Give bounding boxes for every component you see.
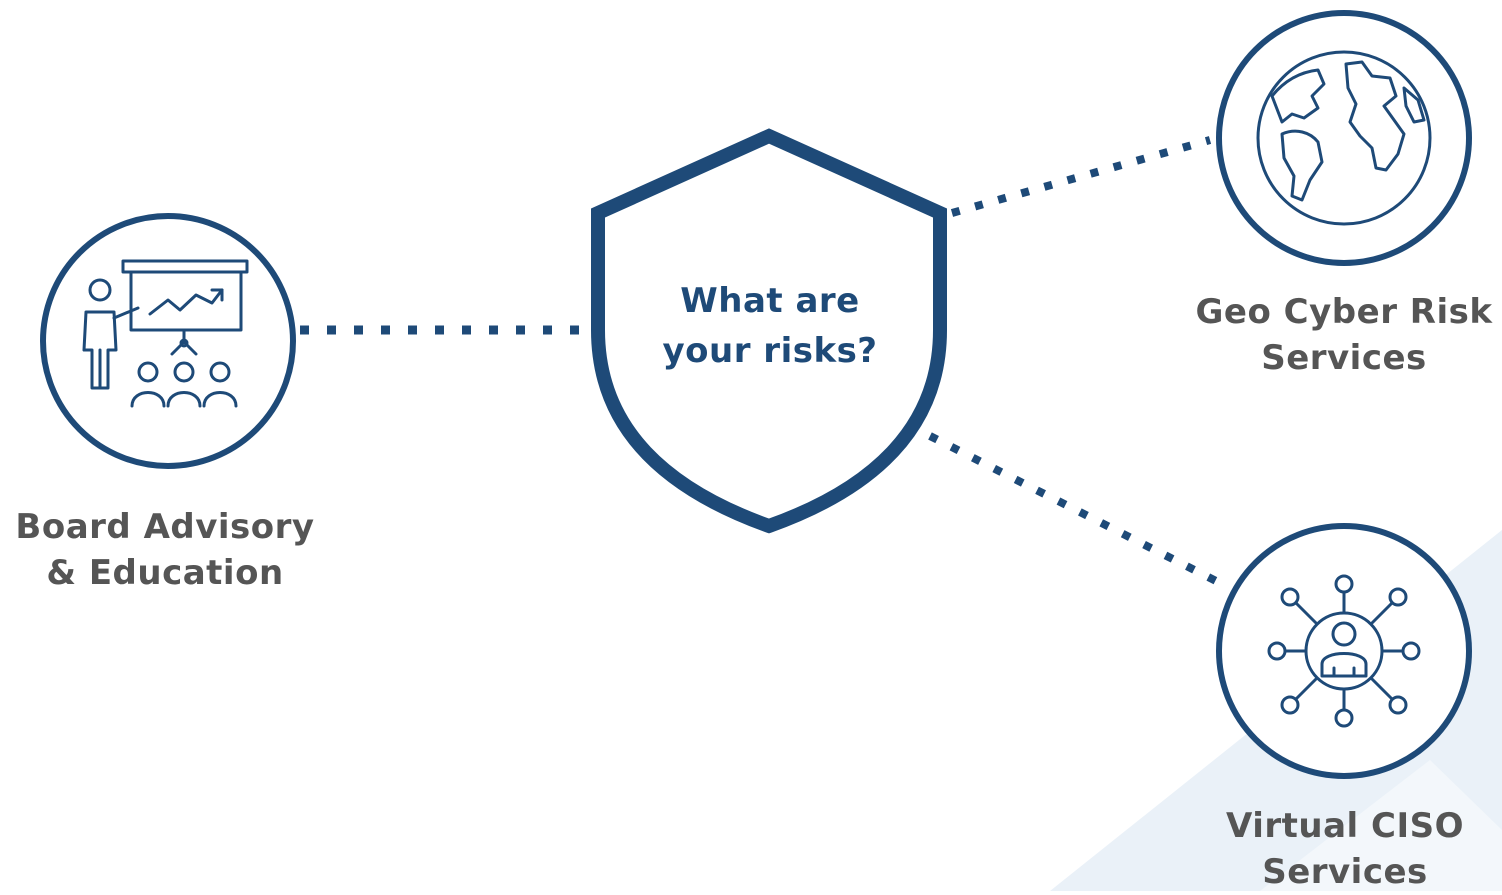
network-person-icon: [1267, 574, 1421, 728]
geo-label-line1: Geo Cyber Risk: [1195, 292, 1493, 332]
center-question: What are your risks?: [600, 276, 940, 376]
geo-circle: [1216, 10, 1472, 266]
board-circle: [40, 213, 296, 469]
ciso-node: [1216, 523, 1472, 779]
board-label-line2: & Education: [46, 553, 284, 593]
ciso-label-line2: Services: [1262, 852, 1428, 892]
ciso-label: Virtual CISO Services: [1192, 803, 1498, 895]
connector-geo: [950, 136, 1212, 217]
background-accent-shape-inner: [1260, 760, 1502, 891]
center-question-line1: What are: [680, 281, 860, 321]
geo-node: [1216, 10, 1472, 266]
board-label: Board Advisory & Education: [0, 504, 330, 596]
center-question-line2: your risks?: [662, 331, 878, 371]
globe-icon: [1256, 50, 1432, 226]
presentation-icon: [82, 259, 249, 408]
shield-shape: [591, 128, 947, 534]
connector-ciso: [928, 432, 1220, 586]
ciso-circle: [1216, 523, 1472, 779]
geo-label-line2: Services: [1261, 338, 1427, 378]
board-label-line1: Board Advisory: [15, 507, 315, 547]
geo-label: Geo Cyber Risk Services: [1186, 289, 1502, 381]
board-node: [40, 213, 296, 469]
ciso-label-line1: Virtual CISO: [1225, 806, 1465, 846]
